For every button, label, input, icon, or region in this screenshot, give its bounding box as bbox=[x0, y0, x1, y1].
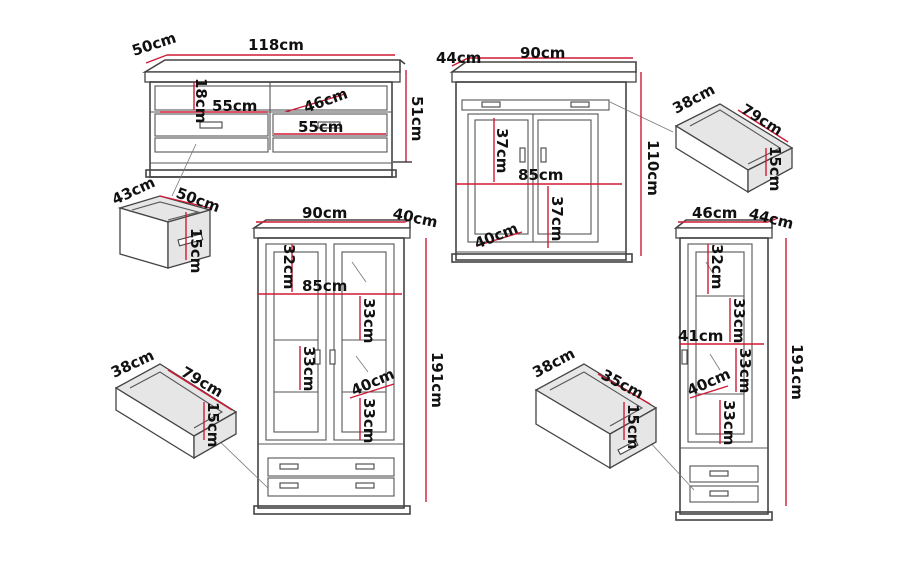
tv-shelf-width-label: 55cm bbox=[212, 97, 257, 115]
vitrine-wide-shelf-b-label: 33cm bbox=[300, 346, 318, 391]
tv-drawer bbox=[117, 143, 213, 269]
tv-drawer-width-label: 55cm bbox=[298, 118, 343, 136]
chest-inner-width-label: 85cm bbox=[518, 166, 563, 184]
vitrine-wide-width-label: 90cm bbox=[302, 204, 347, 222]
vitrine-wide-shelf-a-label: 33cm bbox=[360, 298, 378, 343]
chest-width-label: 90cm bbox=[520, 44, 565, 62]
tv-drawer-height-label: 15cm bbox=[187, 228, 205, 273]
vitrine-narrow-shelf-a-label: 33cm bbox=[730, 298, 748, 343]
chest-unit bbox=[449, 57, 674, 263]
vitrine-wide-inner-depth-label: 40cm bbox=[348, 365, 397, 400]
vitrine-wide-drawer-height-label: 15cm bbox=[204, 402, 222, 447]
chest-inner-depth-label: 40cm bbox=[472, 219, 521, 253]
vitrine-narrow-shelf-b-label: 33cm bbox=[736, 348, 754, 393]
vitrine-wide-top-shelf-label: 32cm bbox=[280, 244, 298, 289]
tv-unit bbox=[142, 54, 412, 178]
chest-height-label: 110cm bbox=[644, 140, 662, 196]
vitrine-narrow-top-shelf-label: 32cm bbox=[708, 244, 726, 289]
vitrine-narrow-width-label: 46cm bbox=[692, 204, 737, 222]
chest-depth-label: 44cm bbox=[436, 49, 481, 67]
vitrine-wide-drawer bbox=[114, 363, 269, 489]
vitrine-narrow-drawer-height-label: 15cm bbox=[624, 404, 642, 449]
vitrine-narrow-inner-width-label: 41cm bbox=[678, 327, 723, 345]
vitrine-narrow bbox=[673, 217, 787, 521]
vitrine-narrow-height-label: 191cm bbox=[788, 344, 806, 400]
tv-shelf-height-label: 18cm bbox=[192, 78, 210, 123]
chest-upper-height-label: 37cm bbox=[493, 128, 511, 173]
vitrine-narrow-shelf-c-label: 33cm bbox=[720, 400, 738, 445]
tv-width-label: 118cm bbox=[248, 36, 304, 54]
vitrine-wide-inner-width-label: 85cm bbox=[302, 277, 347, 295]
chest-lower-height-label: 37cm bbox=[548, 196, 566, 241]
tv-height-label: 51cm bbox=[408, 96, 426, 141]
vitrine-narrow-drawer bbox=[534, 363, 695, 491]
chest-drawer-height-label: 15cm bbox=[766, 146, 784, 191]
vitrine-wide-shelf-c-label: 33cm bbox=[360, 398, 378, 443]
chest-drawer bbox=[674, 103, 794, 194]
vitrine-wide-height-label: 191cm bbox=[428, 352, 446, 408]
vitrine-wide bbox=[251, 217, 427, 515]
